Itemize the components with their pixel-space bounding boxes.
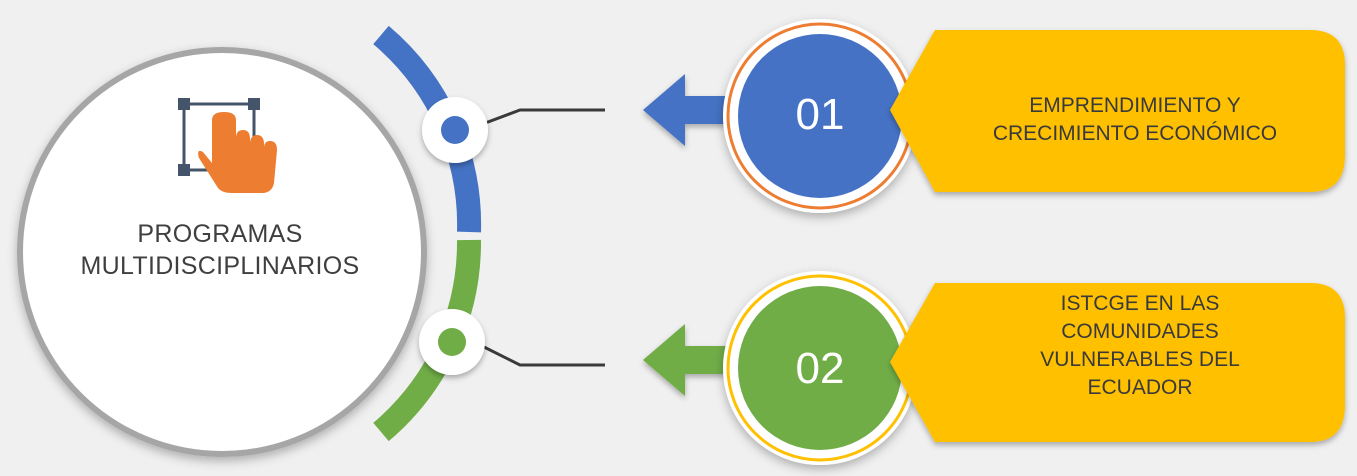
arc-node-1 <box>422 97 488 163</box>
item-1-label-line-2: CRECIMIENTO ECONÓMICO <box>992 122 1278 145</box>
item-1-arrow <box>643 74 775 146</box>
item-1-number: 01 <box>795 90 845 139</box>
arc-node-2 <box>419 309 485 375</box>
item-2-circle <box>723 271 917 465</box>
item-2-label-line-3: VULNERABLES DEL <box>1040 348 1240 371</box>
hub-circle <box>17 47 427 457</box>
connector-line-1 <box>479 108 605 127</box>
item-2-label-shape <box>890 283 1345 442</box>
item-2-label: ISTCGE EN LAS COMUNIDADES VULNERABLES DE… <box>955 290 1325 402</box>
hub-title-line-1: PROGRAMAS <box>137 220 303 248</box>
hand-pointer-selection-icon <box>178 98 277 193</box>
item-1-label-line-1: EMPRENDIMIENTO Y <box>1029 94 1241 117</box>
item-2-label-line-4: ECUADOR <box>1087 376 1193 399</box>
item-2-label-line-1: ISTCGE EN LAS <box>1060 292 1220 315</box>
connector-line-2 <box>479 343 605 367</box>
item-1-circle <box>723 19 917 213</box>
item-1-label-shape <box>890 30 1345 192</box>
item-2-number: 02 <box>795 344 845 393</box>
item-2-label-line-2: COMUNIDADES <box>1061 320 1219 343</box>
hub-title: PROGRAMAS MULTIDISCIPLINARIOS <box>40 218 400 282</box>
item-1-label: EMPRENDIMIENTO Y CRECIMIENTO ECONÓMICO <box>925 92 1345 148</box>
hub-title-line-2: MULTIDISCIPLINARIOS <box>80 252 360 280</box>
item-2-arrow <box>643 324 775 396</box>
